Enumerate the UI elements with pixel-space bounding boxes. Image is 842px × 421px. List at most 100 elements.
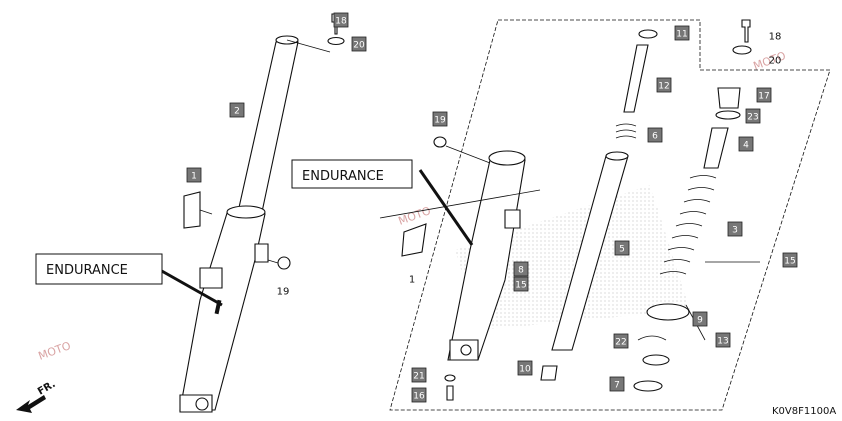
callout-c6: 6 (647, 127, 663, 143)
callout-c9: 9 (692, 311, 708, 327)
lower-mount (199, 267, 223, 289)
callout-box (614, 240, 630, 256)
assembly-frame (389, 19, 831, 411)
callout-box (432, 111, 448, 127)
seal-11 (638, 29, 658, 39)
callout-number: 9 (697, 316, 703, 326)
callout-box (517, 360, 533, 376)
callout-box (351, 36, 367, 52)
callout-box (738, 136, 754, 152)
slider-mount-mid (504, 209, 521, 229)
callout-box (609, 376, 625, 392)
front-direction-indicator: FR. (16, 379, 58, 413)
callout-number: 4 (743, 141, 749, 151)
callout-number: 2 (234, 107, 240, 117)
callout-c20a: 20 (351, 36, 367, 52)
callout-number: 19 (277, 287, 290, 298)
callout-c11: 11 (674, 25, 690, 41)
callout-c2: 2 (229, 102, 245, 118)
watermark-text-2: MOTO (37, 339, 73, 363)
callout-c7: 7 (609, 376, 625, 392)
callout-number: 15 (784, 257, 795, 267)
callout-c21: 21 (411, 367, 427, 383)
callout-number: 13 (717, 337, 728, 347)
callout-box (674, 25, 690, 41)
fork-slider (179, 209, 266, 411)
callout-number: 1 (191, 172, 197, 182)
collar-4 (703, 127, 729, 169)
slider-top (226, 205, 266, 219)
washer-20-left (327, 36, 345, 46)
callout-box (513, 261, 529, 277)
callout-number: 11 (676, 30, 687, 40)
leader-fork-top (286, 39, 331, 53)
rod-12 (623, 44, 649, 113)
watermark-text-1: MOTO (397, 204, 433, 228)
callout-box (715, 332, 731, 348)
callout-box (647, 127, 663, 143)
nut-19-mid (433, 136, 447, 148)
slider-axle-hole-mid (460, 344, 472, 356)
callout-number: 20 (353, 41, 365, 51)
emblem-1-left (183, 191, 201, 229)
front-arrow-icon (16, 395, 46, 413)
callout-c17: 17 (756, 87, 772, 103)
endurance-text-mid: ENDURANCE (302, 169, 384, 184)
middle-slider-assembly (379, 136, 629, 401)
callout-number: 21 (413, 372, 424, 382)
callout-number: 16 (413, 392, 425, 402)
pipe-5-top (605, 151, 629, 161)
callout-c13: 13 (715, 332, 731, 348)
callout-layer: 1820211919181521161011126518201723431592… (186, 12, 798, 403)
callout-c5: 5 (614, 240, 630, 256)
endurance-text-left: ENDURANCE (46, 263, 128, 278)
seal-13 (642, 354, 670, 366)
callout-number: 10 (519, 365, 531, 375)
callout-box (745, 108, 761, 124)
callout-number: 8 (518, 266, 524, 276)
seal-9 (646, 303, 690, 321)
washer-20-right (732, 45, 752, 55)
callout-number: 22 (615, 338, 626, 348)
callout-c8: 8 (513, 261, 529, 277)
callout-c23: 23 (745, 108, 761, 124)
washer-7 (633, 380, 663, 392)
callout-number: 12 (658, 82, 669, 92)
callout-number: 6 (652, 132, 658, 142)
emblem-1-mid (401, 223, 427, 257)
callout-number: 5 (619, 245, 625, 255)
callout-c18a: 18 (333, 12, 349, 28)
callout-c1b: 1 (409, 275, 415, 286)
endurance-label-left: ENDURANCE (35, 253, 163, 285)
callout-box (613, 333, 629, 349)
callout-number: 20 (769, 56, 782, 67)
callout-number: 15 (515, 281, 526, 291)
callout-c18b: 18 (769, 32, 782, 43)
callout-number: 7 (614, 381, 620, 391)
spring-3 (659, 175, 717, 275)
callout-box (782, 252, 798, 268)
callout-number: 19 (434, 116, 446, 126)
left-fork-assembly (159, 13, 345, 413)
clip-22 (637, 335, 667, 341)
oil-lock-10 (540, 365, 558, 381)
diagram-code: K0V8F1100A (772, 406, 836, 417)
callout-box (186, 167, 202, 183)
leader-nut-left (267, 259, 279, 264)
callout-number: 1 (409, 275, 415, 286)
callout-box (692, 311, 708, 327)
callout-box (656, 77, 672, 93)
cap-17 (717, 87, 741, 109)
callout-c1a: 1 (186, 167, 202, 183)
callout-box (756, 87, 772, 103)
leader-nut-mid (445, 145, 491, 164)
callout-number: 18 (335, 17, 347, 27)
callout-c22: 22 (613, 333, 629, 349)
endurance-pointer-mid (418, 169, 474, 246)
endurance-pointer-left (159, 268, 223, 307)
oring-23 (715, 110, 741, 120)
callout-box (411, 387, 427, 403)
callout-c20b: 20 (769, 56, 782, 67)
